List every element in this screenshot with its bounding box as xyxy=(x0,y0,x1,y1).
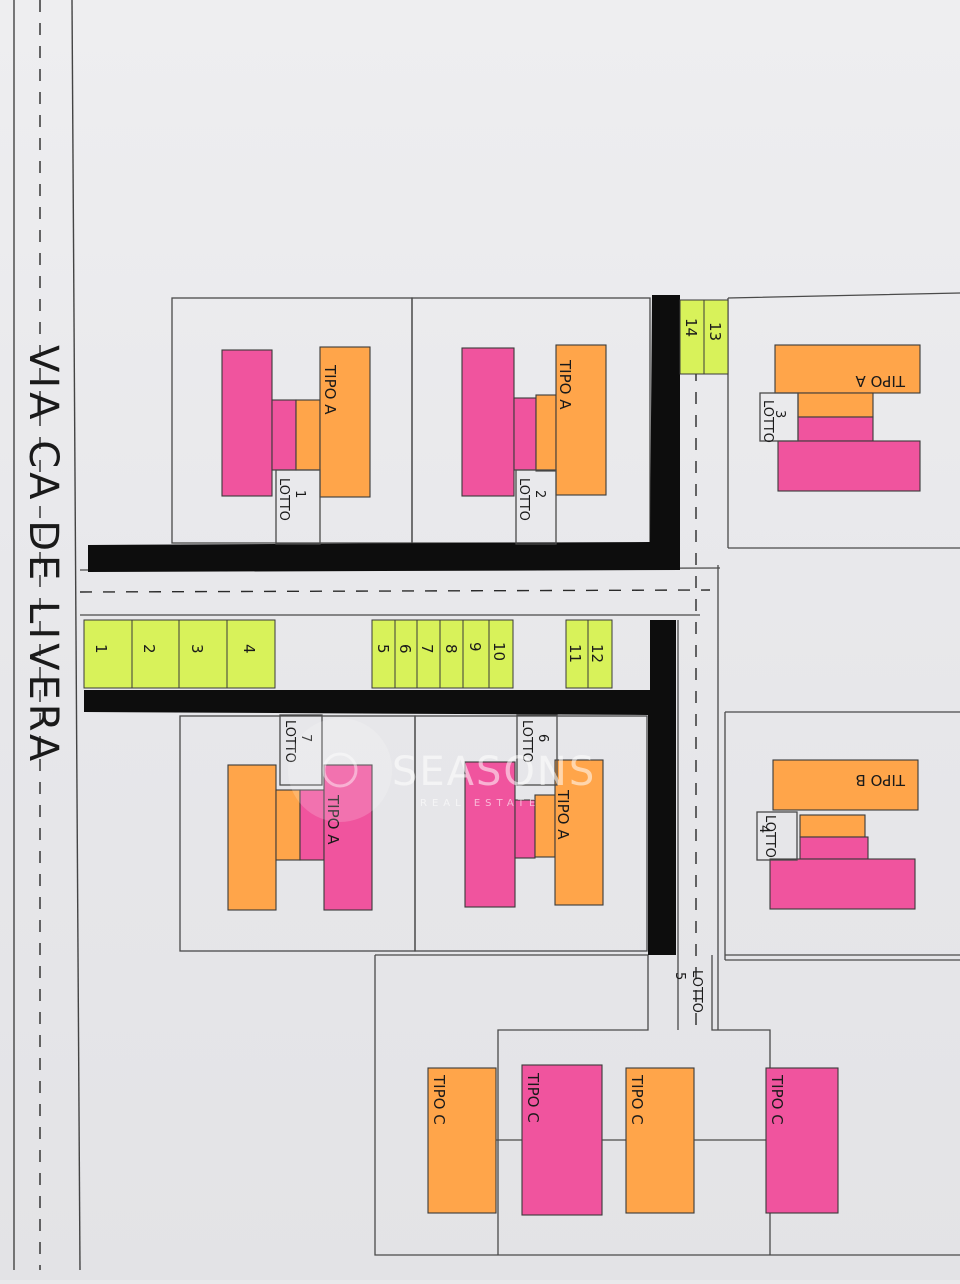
building-lotto-1: TIPO A LOTTO 1 xyxy=(221,346,371,545)
street-edge-right xyxy=(71,0,81,1271)
parking-13 xyxy=(703,299,729,375)
parking-number: 8 xyxy=(442,644,460,654)
type-label: TIPO C xyxy=(628,1074,646,1125)
lotto-label: LOTTO xyxy=(516,478,531,521)
lotto-number: 1 xyxy=(292,490,307,498)
lotto-5-label: LOTTO 5 xyxy=(672,970,704,1013)
type-label: TIPO A xyxy=(556,359,574,410)
building-lotto-7: TIPO A LOTTO 7 xyxy=(227,714,373,911)
lotto-label: LOTTO xyxy=(282,720,297,763)
parking-4 xyxy=(226,619,276,689)
lotto-number: 4 xyxy=(756,825,771,833)
parking-number: 12 xyxy=(588,644,606,663)
building-lotto-6: TIPO A LOTTO 6 xyxy=(464,714,604,908)
lotto-number: 5 xyxy=(672,972,687,980)
type-label: TIPO A xyxy=(321,364,339,415)
parking-7 xyxy=(416,619,441,689)
parking-number: 2 xyxy=(140,644,158,654)
parking-number: 4 xyxy=(240,644,258,654)
building-lotto-2: TIPO A LOTTO 2 xyxy=(461,344,607,545)
watermark-subtitle: REAL ESTATE xyxy=(420,798,540,809)
lotto-number: 3 xyxy=(772,410,787,418)
parking-1 xyxy=(83,619,133,689)
seasons-watermark: SEASONS REAL ESTATE xyxy=(288,718,596,822)
lotto-label: LOTTO xyxy=(689,970,704,1013)
lotto-number: 2 xyxy=(532,490,547,498)
parking-9 xyxy=(462,619,490,689)
plot-lotto-5 xyxy=(374,954,960,1256)
parking-number: 9 xyxy=(466,642,484,652)
parking-number: 7 xyxy=(418,644,436,654)
type-label: TIPO A xyxy=(554,789,572,840)
watermark-brand: SEASONS xyxy=(392,749,596,795)
black-road-marks xyxy=(84,295,680,955)
parking-3 xyxy=(178,619,228,689)
parking-number: 10 xyxy=(490,642,508,661)
building-lotto-3: TIPO A LOTTO 3 xyxy=(759,344,921,492)
parking-14 xyxy=(679,299,705,375)
parking-number: 6 xyxy=(396,644,414,654)
lotto-label: LOTTO xyxy=(760,400,775,443)
lotto-label: LOTTO xyxy=(519,720,534,763)
parking-number: 14 xyxy=(682,318,700,337)
parking-12 xyxy=(587,619,613,689)
plot-lotto-6 xyxy=(414,715,648,952)
street-name: VIA CA DE LIVERA xyxy=(20,345,66,765)
road-upper xyxy=(88,295,680,572)
parking-6 xyxy=(394,619,418,689)
parking-strip xyxy=(83,299,729,689)
type-label: TIPO A xyxy=(855,372,906,390)
parking-5 xyxy=(371,619,396,689)
road-lower xyxy=(84,620,676,955)
parking-10 xyxy=(488,619,514,689)
type-label: TIPO C xyxy=(768,1074,786,1125)
parking-number: 1 xyxy=(92,644,110,654)
parking-number: 5 xyxy=(374,644,392,654)
type-label: TIPO B xyxy=(856,771,907,789)
parking-2 xyxy=(131,619,180,689)
building-lotto-4: TIPO B LOTTO 4 xyxy=(756,759,919,910)
lotto-number: 6 xyxy=(535,734,550,742)
plot-outlines xyxy=(171,292,960,1256)
type-label: TIPO A xyxy=(324,794,342,845)
plot-lotto-4 xyxy=(724,711,960,961)
type-label: TIPO C xyxy=(430,1074,448,1125)
lotto-number: 7 xyxy=(298,734,313,742)
parking-numbers: 1 2 3 4 5 6 7 8 9 10 11 12 13 14 xyxy=(92,318,724,663)
lotto-label: LOTTO xyxy=(276,478,291,521)
watermark-sun-icon xyxy=(288,718,392,822)
parking-8 xyxy=(439,619,464,689)
lotto-label: LOTTO xyxy=(762,815,777,858)
type-label: TIPO C xyxy=(524,1072,542,1123)
parking-number: 13 xyxy=(706,322,724,341)
parking-number: 11 xyxy=(566,644,584,663)
building-row-lotto-5: TIPO C TIPO C TIPO C TIPO C xyxy=(427,1064,839,1216)
parking-number: 3 xyxy=(188,644,206,654)
